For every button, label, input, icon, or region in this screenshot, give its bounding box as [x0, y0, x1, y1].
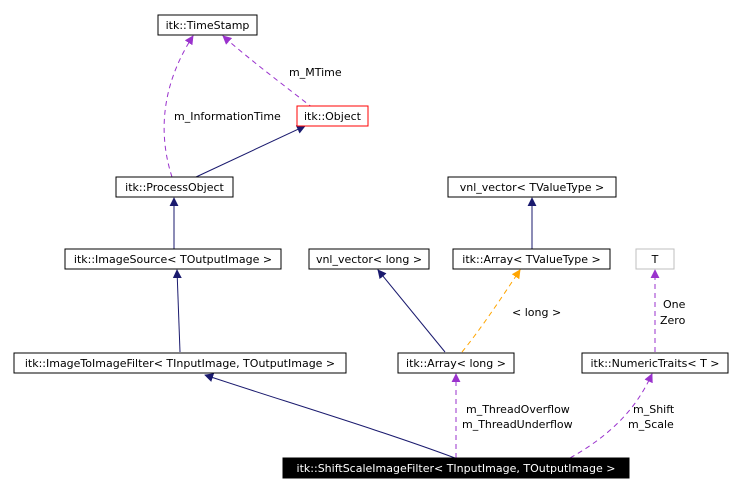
node-vnl-vector-tvalue[interactable]: vnl_vector< TValueType >	[447, 176, 617, 198]
edge-arraylong-arraytvalue	[461, 269, 521, 353]
edge-shiftscale-numerictraits	[569, 373, 653, 459]
label-zero: Zero	[660, 314, 686, 327]
label-thread-overflow: m_ThreadOverflow	[466, 403, 570, 416]
node-vnl-vector-long[interactable]: vnl_vector< long >	[308, 248, 430, 270]
edge-arraylong-vnllong	[377, 269, 446, 353]
edge-shiftscale-imagetoimage	[204, 373, 456, 459]
node-process-object-label: itk::ProcessObject	[125, 181, 224, 194]
node-vnl-vector-tvalue-label: vnl_vector< TValueType >	[460, 181, 605, 194]
label-m-shift: m_Shift	[633, 403, 675, 416]
edge-object-timestamp	[222, 35, 314, 109]
label-long-template: < long >	[512, 306, 561, 319]
node-shift-scale-filter-label: itk::ShiftScaleImageFilter< TInputImage,…	[297, 462, 616, 475]
node-array-tvalue-label: itk::Array< TValueType >	[462, 253, 600, 266]
node-image-to-image-filter-label: itk::ImageToImageFilter< TInputImage, TO…	[25, 357, 335, 370]
node-vnl-vector-long-label: vnl_vector< long >	[316, 253, 422, 266]
node-image-source-label: itk::ImageSource< TOutputImage >	[74, 253, 272, 266]
node-array-long[interactable]: itk::Array< long >	[397, 352, 515, 374]
edge-processobject-object	[195, 125, 306, 178]
edge-processobject-timestamp	[163, 35, 194, 178]
node-timestamp-label: itk::TimeStamp	[166, 19, 250, 32]
node-t[interactable]: T	[635, 248, 675, 270]
node-numeric-traits[interactable]: itk::NumericTraits< T >	[581, 352, 729, 374]
node-image-source[interactable]: itk::ImageSource< TOutputImage >	[64, 248, 282, 270]
edge-imagetoimage-imagesource	[172, 269, 182, 353]
label-m-information-time: m_InformationTime	[174, 110, 281, 123]
label-m-mtime: m_MTime	[289, 66, 342, 79]
node-numeric-traits-label: itk::NumericTraits< T >	[590, 357, 719, 370]
node-image-to-image-filter[interactable]: itk::ImageToImageFilter< TInputImage, TO…	[13, 352, 347, 374]
node-object-label: itk::Object	[304, 110, 362, 123]
node-array-tvalue[interactable]: itk::Array< TValueType >	[452, 248, 611, 270]
label-m-scale: m_Scale	[628, 418, 674, 431]
label-one: One	[663, 298, 686, 311]
node-object[interactable]: itk::Object	[296, 105, 369, 127]
node-shift-scale-filter[interactable]: itk::ShiftScaleImageFilter< TInputImage,…	[282, 457, 630, 479]
node-array-long-label: itk::Array< long >	[406, 357, 506, 370]
node-process-object[interactable]: itk::ProcessObject	[115, 176, 234, 198]
node-t-label: T	[651, 253, 659, 266]
label-thread-underflow: m_ThreadUnderflow	[462, 418, 573, 431]
node-timestamp[interactable]: itk::TimeStamp	[157, 14, 258, 36]
